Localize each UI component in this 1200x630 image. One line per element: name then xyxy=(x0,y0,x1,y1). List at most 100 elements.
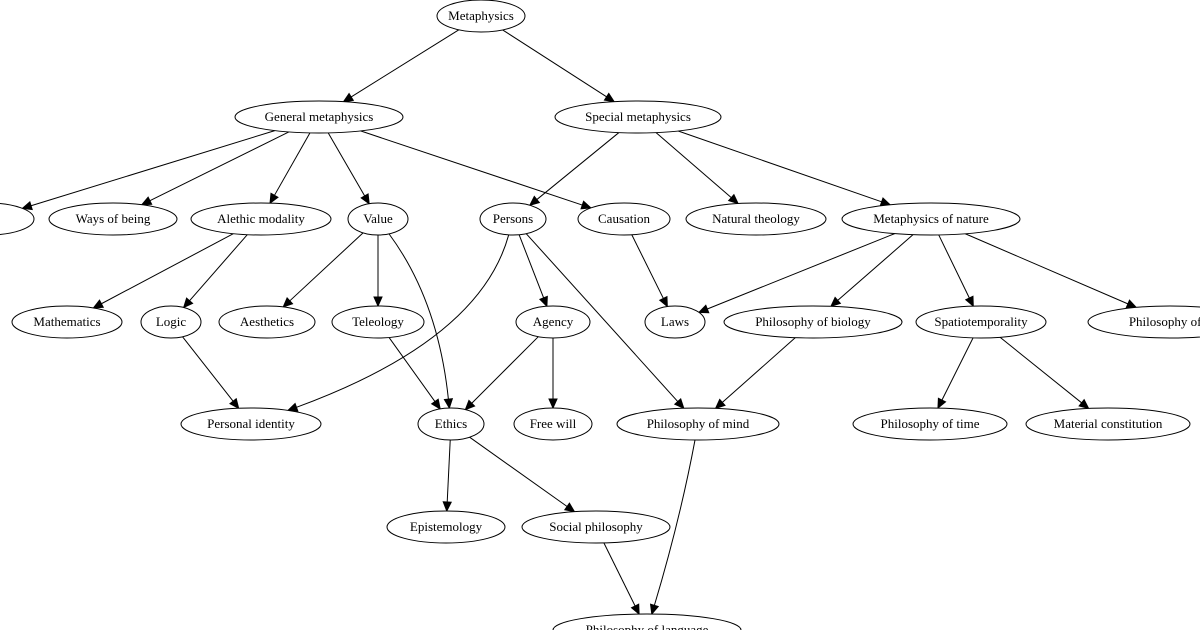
arrowhead-icon xyxy=(630,603,640,616)
node-agency: Agency xyxy=(515,305,591,339)
node-time: Philosophy of time xyxy=(852,407,1008,441)
node-nature: Metaphysics of nature xyxy=(841,202,1021,236)
node-aesthetics: Aesthetics xyxy=(218,305,316,339)
edge-special-persons xyxy=(528,132,620,207)
arrowhead-icon xyxy=(548,398,558,410)
node-persons: Persons xyxy=(479,202,547,236)
node-label: Philosophy of time xyxy=(881,416,980,431)
node-alethic: Alethic modality xyxy=(190,202,332,236)
edge-line xyxy=(182,336,234,402)
node-ellipse xyxy=(852,407,1008,441)
node-label: Special metaphysics xyxy=(585,109,691,124)
arrowhead-icon xyxy=(430,398,441,410)
edge-line xyxy=(722,337,796,403)
node-label: Metaphysics xyxy=(448,8,514,23)
edges-layer xyxy=(21,29,1138,616)
edge-line xyxy=(327,132,366,197)
arrowhead-icon xyxy=(964,295,974,308)
edge-line xyxy=(469,436,568,507)
edge-spatio-time xyxy=(937,337,974,410)
edge-value-aesthetics xyxy=(282,232,364,308)
arrowhead-icon xyxy=(1078,398,1090,410)
arrowhead-icon xyxy=(580,200,593,210)
edge-metaphysics-general xyxy=(342,29,460,103)
node-composition: on xyxy=(0,203,35,235)
edge-line xyxy=(189,234,248,302)
node-label: Ethics xyxy=(435,416,468,431)
edge-ethics-epistemology xyxy=(442,439,453,513)
node-general: General metaphysics xyxy=(234,100,404,134)
arrowhead-icon xyxy=(140,196,153,206)
edge-value-teleology xyxy=(373,235,383,308)
node-label: Philosophy of p xyxy=(1129,314,1200,329)
edge-special-natural xyxy=(655,132,740,205)
node-label: Natural theology xyxy=(712,211,800,226)
node-social: Social philosophy xyxy=(521,510,671,544)
edge-line xyxy=(350,29,460,98)
node-special: Special metaphysics xyxy=(554,100,722,134)
arrowhead-icon xyxy=(92,299,105,309)
node-ellipse xyxy=(723,305,903,339)
node-label: Mathematics xyxy=(33,314,100,329)
edge-mind-language xyxy=(649,439,696,616)
arrowhead-icon xyxy=(443,398,454,410)
node-ellipse xyxy=(0,203,35,235)
edge-nature-physics xyxy=(965,233,1138,309)
node-identity: Personal identity xyxy=(180,407,322,441)
node-material: Material constitution xyxy=(1025,407,1191,441)
edge-line xyxy=(149,131,290,202)
edge-line xyxy=(360,130,583,206)
node-language: Philosophy of language xyxy=(552,613,742,630)
node-ellipse xyxy=(180,407,322,441)
edge-teleology-ethics xyxy=(388,337,441,410)
edge-alethic-mathematics xyxy=(92,233,234,309)
node-mind: Philosophy of mind xyxy=(616,407,780,441)
edge-biology-mind xyxy=(714,337,796,410)
edge-line xyxy=(289,232,364,302)
edge-line xyxy=(446,439,451,503)
edge-line xyxy=(388,337,436,402)
node-ellipse xyxy=(552,613,742,630)
node-ellipse xyxy=(513,407,593,441)
node-ellipse xyxy=(841,202,1021,236)
edge-line xyxy=(653,439,696,606)
node-label: Persons xyxy=(493,211,533,226)
node-ellipse xyxy=(48,202,178,236)
arrowhead-icon xyxy=(649,603,660,616)
edge-line xyxy=(965,233,1129,305)
arrowhead-icon xyxy=(464,399,476,411)
node-label: Metaphysics of nature xyxy=(873,211,989,226)
node-ellipse xyxy=(521,510,671,544)
arrowhead-icon xyxy=(673,398,685,410)
node-mathematics: Mathematics xyxy=(11,305,123,339)
edge-logic-identity xyxy=(182,336,240,410)
arrowhead-icon xyxy=(442,501,453,513)
edge-line xyxy=(388,233,449,400)
node-label: Epistemology xyxy=(410,519,483,534)
node-ellipse xyxy=(140,305,202,339)
edge-line xyxy=(678,130,882,203)
edge-line xyxy=(30,130,275,207)
node-laws: Laws xyxy=(644,305,706,339)
node-logic: Logic xyxy=(140,305,202,339)
node-epistemology: Epistemology xyxy=(386,510,506,544)
node-ellipse xyxy=(554,100,722,134)
node-label: Material constitution xyxy=(1054,416,1163,431)
arrowhead-icon xyxy=(21,201,33,211)
node-ellipse xyxy=(386,510,506,544)
edge-general-alethic xyxy=(269,132,311,205)
edge-social-language xyxy=(603,542,640,616)
arrowhead-icon xyxy=(603,92,616,103)
edge-metaphysics-special xyxy=(502,29,616,103)
edge-line xyxy=(518,234,545,299)
node-ellipse xyxy=(915,305,1047,339)
node-ellipse xyxy=(331,305,425,339)
edge-alethic-logic xyxy=(182,234,248,309)
arrowhead-icon xyxy=(528,195,541,207)
node-teleology: Teleology xyxy=(331,305,425,339)
node-ellipse xyxy=(417,407,485,441)
node-ethics: Ethics xyxy=(417,407,485,441)
edge-nature-spatio xyxy=(938,234,974,308)
node-label: Logic xyxy=(156,314,187,329)
